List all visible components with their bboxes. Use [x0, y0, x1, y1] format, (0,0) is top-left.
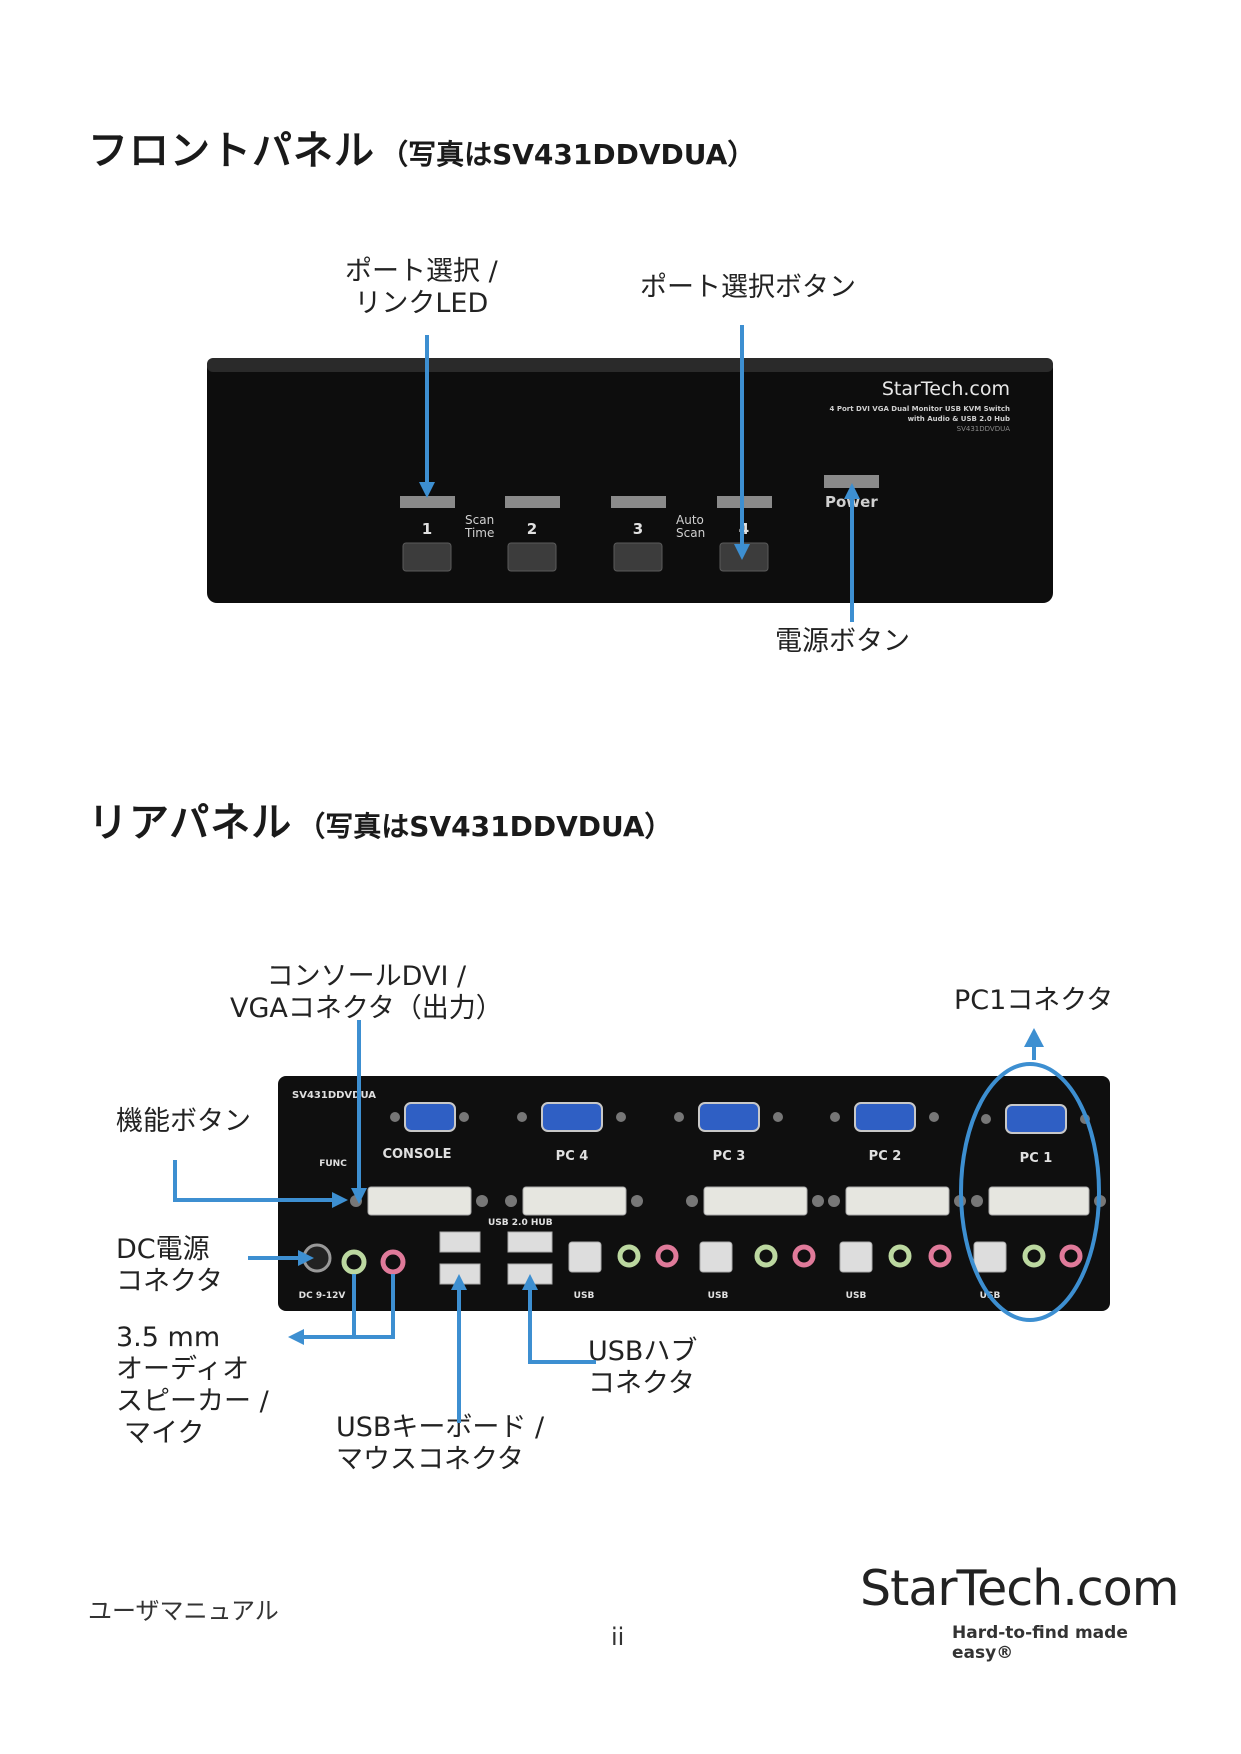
port-button-2 — [507, 542, 557, 572]
console-label: CONSOLE — [382, 1147, 451, 1162]
callout-port-led: ポート選択 / リンクLED — [345, 256, 498, 320]
front-product-line2: with Audio & USB 2.0 Hub — [908, 415, 1010, 423]
callout-audio-line1: 3.5 mm — [116, 1322, 221, 1353]
button-number-1: 1 — [422, 520, 432, 538]
port-button-1 — [402, 542, 452, 572]
callout-usb-kb-line1: USBキーボード / — [336, 1412, 545, 1443]
rear-panel-title: リアパネル — [88, 800, 293, 846]
callout-dc-line2: コネクタ — [116, 1266, 223, 1297]
usb-label-pc3: USB — [708, 1291, 729, 1301]
footer-logo-brand: StarTech.com — [860, 1560, 1179, 1617]
vga-pc4 — [517, 1102, 626, 1132]
callout-console-line2: VGAコネクタ（出力） — [230, 993, 503, 1024]
rear-device-body — [278, 1076, 1110, 1311]
power-led — [824, 475, 879, 488]
footer-manual-label: ユーザマニュアル — [88, 1597, 279, 1625]
speaker-jack — [341, 1249, 367, 1275]
callout-func-button: 機能ボタン — [116, 1106, 251, 1137]
front-panel-title: フロントパネル — [88, 128, 375, 174]
auto-scan-1: Auto — [676, 513, 704, 527]
callout-console-line1: コンソールDVI / — [266, 961, 467, 992]
callout-usb-kb-line2: マウスコネクタ — [336, 1444, 524, 1475]
callout-usb-hub: USBハブ コネクタ — [588, 1336, 697, 1400]
pc3-ports — [699, 1241, 816, 1273]
pc2-ports — [839, 1241, 952, 1273]
callout-audio: 3.5 mm オーディオ スピーカー / マイク — [116, 1322, 269, 1450]
front-device-body — [207, 358, 1053, 603]
callout-port-button: ポート選択ボタン — [640, 272, 856, 303]
led-3 — [611, 496, 666, 508]
front-product-line1: 4 Port DVI VGA Dual Monitor USB KVM Swit… — [830, 405, 1010, 413]
callout-dc-power: DC電源 コネクタ — [116, 1234, 223, 1298]
scan-time-2: Time — [464, 526, 494, 540]
front-brand: StarTech.com — [882, 378, 1010, 400]
callout-dc-line1: DC電源 — [116, 1234, 210, 1265]
footer-logo: StarTech.com Hard-to-find made easy® — [860, 1560, 1179, 1663]
pc1-label: PC 1 — [1020, 1151, 1053, 1166]
led-1 — [400, 496, 455, 508]
usb-label-pc2: USB — [846, 1291, 867, 1301]
callout-usb-keyboard: USBキーボード / マウスコネクタ — [336, 1412, 544, 1476]
pc4-ports — [568, 1241, 679, 1273]
scan-time-1: Scan — [465, 513, 494, 527]
callout-audio-line2: オーディオ — [116, 1354, 250, 1385]
pc1-highlight — [959, 1062, 1101, 1322]
footer-page-number: ii — [611, 1623, 625, 1651]
dvi-console — [350, 1186, 488, 1216]
callout-usb-hub-line2: コネクタ — [588, 1368, 695, 1399]
vga-pc2 — [830, 1102, 939, 1132]
pc3-label: PC 3 — [713, 1149, 746, 1164]
auto-scan-2: Scan — [676, 526, 705, 540]
callout-console: コンソールDVI / VGAコネクタ（出力） — [230, 961, 503, 1025]
dvi-pc4 — [505, 1186, 643, 1216]
dvi-pc3 — [686, 1186, 824, 1216]
mic-jack — [380, 1249, 406, 1275]
callout-audio-line4: マイク — [124, 1418, 205, 1449]
port-button-3 — [613, 542, 663, 572]
func-label: FUNC — [319, 1159, 347, 1169]
front-panel-heading: フロントパネル （写真はSV431DDVDUA） — [88, 118, 755, 176]
callout-audio-line3: スピーカー / — [116, 1386, 269, 1417]
usb-kb-port-2 — [439, 1231, 481, 1253]
dc-label: DC 9-12V — [299, 1291, 346, 1301]
led-2 — [505, 496, 560, 508]
front-panel-figure: StarTech.com 4 Port DVI VGA Dual Monitor… — [207, 325, 1053, 622]
front-model: SV431DDVDUA — [957, 425, 1011, 433]
pc2-label: PC 2 — [869, 1149, 902, 1164]
rear-panel-heading: リアパネル （写真はSV431DDVDUA） — [88, 790, 673, 848]
pc4-label: PC 4 — [556, 1149, 589, 1164]
dvi-pc1 — [971, 1186, 1106, 1216]
front-panel-subtitle: （写真はSV431DDVDUA） — [380, 138, 756, 171]
dvi-pc2 — [828, 1186, 966, 1216]
vga-pc3 — [674, 1102, 783, 1132]
led-4 — [717, 496, 772, 508]
rear-panel-subtitle: （写真はSV431DDVDUA） — [297, 810, 673, 843]
callout-port-led-line2: リンクLED — [354, 288, 489, 319]
callout-usb-hub-line1: USBハブ — [588, 1336, 698, 1367]
button-number-3: 3 — [633, 520, 643, 538]
usb-hub-label: USB 2.0 HUB — [488, 1218, 553, 1228]
callout-power-button: 電源ボタン — [775, 626, 910, 657]
vga-console — [390, 1102, 469, 1132]
button-number-2: 2 — [527, 520, 537, 538]
callout-port-led-line1: ポート選択 / — [345, 256, 498, 287]
pc1-ports — [973, 1241, 1083, 1273]
rear-panel-figure: SV431DDVDUA CONSOLE PC 4 PC 3 PC 2 PC 1 … — [173, 1020, 1110, 1423]
callout-pc1: PC1コネクタ — [954, 985, 1114, 1016]
usb-label-pc4: USB — [574, 1291, 595, 1301]
usb-hub-port-2 — [507, 1231, 553, 1253]
footer-logo-tagline: Hard-to-find made easy® — [952, 1623, 1128, 1663]
rear-model: SV431DDVDUA — [292, 1090, 376, 1101]
